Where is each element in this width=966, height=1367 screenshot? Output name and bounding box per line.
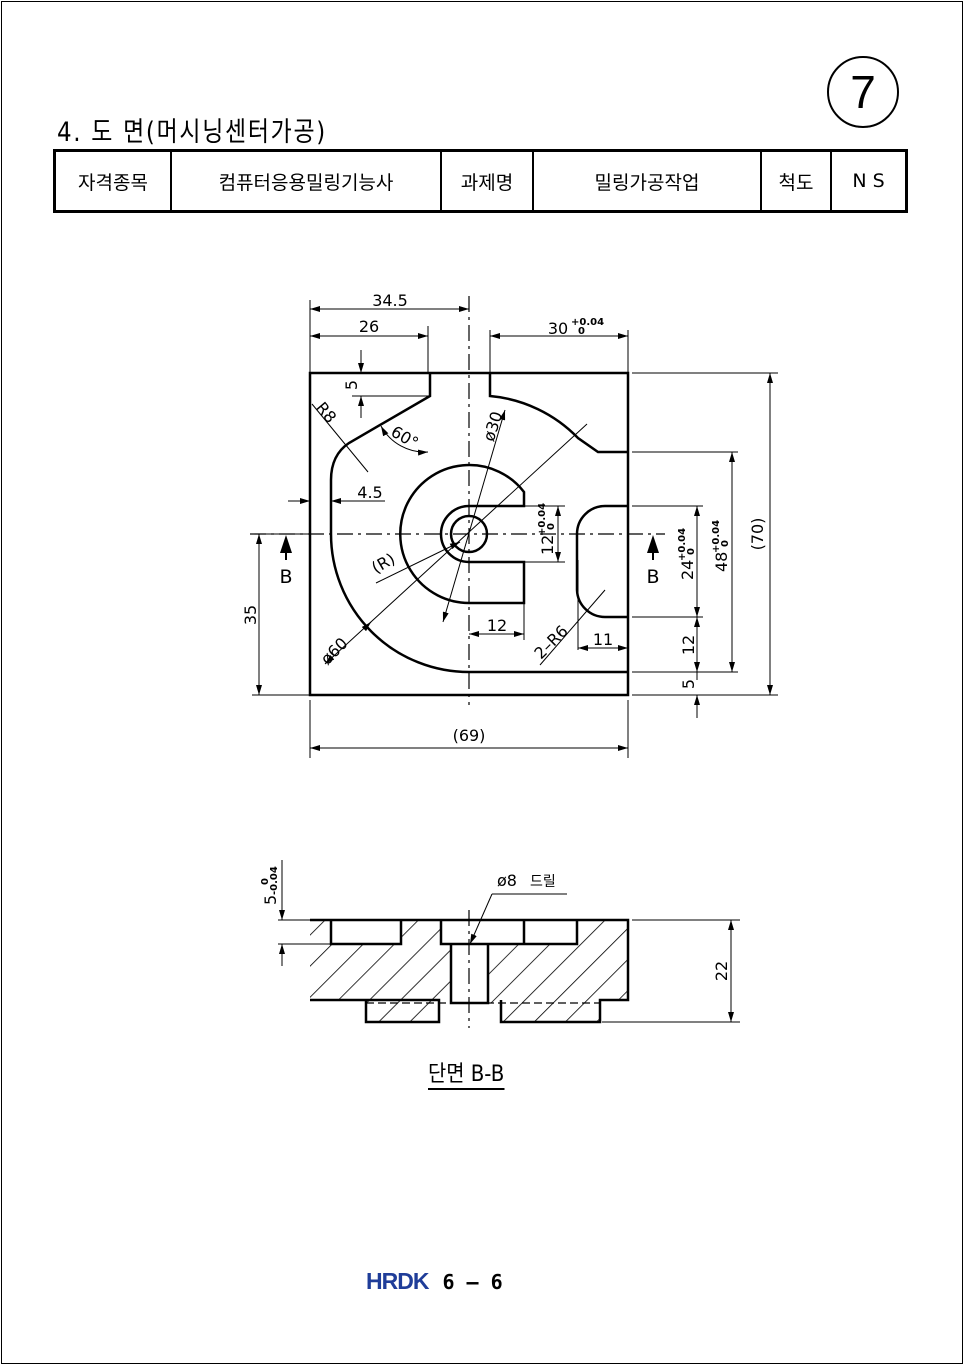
dim-12-tol-lower: 0: [546, 523, 557, 530]
dim-24: 24: [678, 560, 697, 580]
dim-48: 48: [712, 552, 731, 572]
page-badge: 7: [827, 56, 899, 128]
section-outline: [310, 918, 630, 1024]
section-material-left: [310, 920, 451, 1022]
dim-5-top: 5: [342, 380, 361, 390]
dim-r8: R8: [312, 398, 340, 427]
section-arrow-left-icon: [280, 535, 292, 553]
hrdk-logo: HRDK: [366, 1268, 429, 1294]
dim-34-5: 34.5: [372, 291, 408, 310]
task-value: 밀링가공작업: [532, 149, 762, 213]
dim-26: 26: [359, 317, 379, 336]
task-label: 과제명: [440, 149, 534, 213]
dim-35: 35: [241, 605, 260, 625]
footer: HRDK 6 – 6: [366, 1268, 503, 1295]
dim-48-tol-lower: 0: [720, 540, 731, 547]
dim-depth-tol-lower: -0.04: [269, 866, 280, 895]
section-caption: 단면 B-B: [428, 1062, 505, 1090]
dim-12-tol-upper: +0.04: [537, 503, 548, 536]
dim-11: 11: [593, 630, 613, 649]
dim-69: (69): [453, 726, 486, 745]
dim-12-slot-width: 12: [538, 535, 557, 555]
dim-depth-tol-upper: 0: [260, 878, 271, 885]
dim-angle-60: 60°: [388, 422, 422, 453]
section-arrow-right-icon: [647, 535, 659, 553]
plan-dimension-text: 34.5 26 30 +0.04 0 5 R8 60° ø30 4.5 (R) …: [241, 291, 767, 745]
section-mark-left: B: [279, 566, 292, 588]
dim-height-22: 22: [712, 961, 731, 981]
drawing-heading: 4. 도 면(머시닝센터가공): [57, 117, 327, 148]
section-arrows: [280, 535, 659, 560]
dim-dia30: ø30: [479, 409, 506, 444]
dim-12-right: 12: [679, 635, 698, 655]
page-number: 6 – 6: [442, 1270, 503, 1294]
dim-dia60: ø60: [317, 634, 352, 669]
dim-24-tol-upper: +0.04: [677, 528, 688, 561]
dim-5-right: 5: [679, 679, 698, 689]
dim-2-r6: 2–R6: [530, 621, 571, 662]
right-pocket: [575, 504, 628, 619]
scale-value: N S: [830, 149, 908, 213]
dim-30: 30: [548, 319, 568, 338]
section-dimension-text: 5 0 -0.04 ø8 드릴 22: [260, 866, 731, 981]
drill-label: 드릴: [530, 874, 556, 890]
dim-r-slot: (R): [368, 549, 398, 577]
outer-profile-right: [488, 373, 628, 454]
dim-48-tol-upper: +0.04: [711, 520, 722, 553]
dim-12-slot-length: 12: [487, 616, 507, 635]
qualification-label: 자격종목: [53, 149, 172, 213]
section-material-right: [488, 920, 628, 1022]
section-pockets: [329, 920, 579, 1005]
outer-profile: [329, 373, 628, 674]
dim-4-5: 4.5: [357, 483, 382, 502]
dim-30-tol-upper: +0.04: [571, 317, 604, 328]
qualification-value: 컴퓨터응용밀링기능사: [170, 149, 442, 213]
title-block: 자격종목 컴퓨터응용밀링기능사 과제명 밀링가공작업 척도 N S: [53, 149, 908, 213]
plan-view: [250, 296, 778, 758]
dim-24-tol-lower: 0: [686, 548, 697, 555]
dim-30-tol-lower: 0: [578, 326, 585, 337]
section-mark-right: B: [646, 566, 659, 588]
scale-label: 척도: [760, 149, 832, 213]
dim-depth-5: 5: [261, 895, 280, 905]
dim-70: (70): [748, 518, 767, 551]
section-view: [278, 860, 740, 1028]
drill-diameter: ø8: [497, 871, 517, 890]
